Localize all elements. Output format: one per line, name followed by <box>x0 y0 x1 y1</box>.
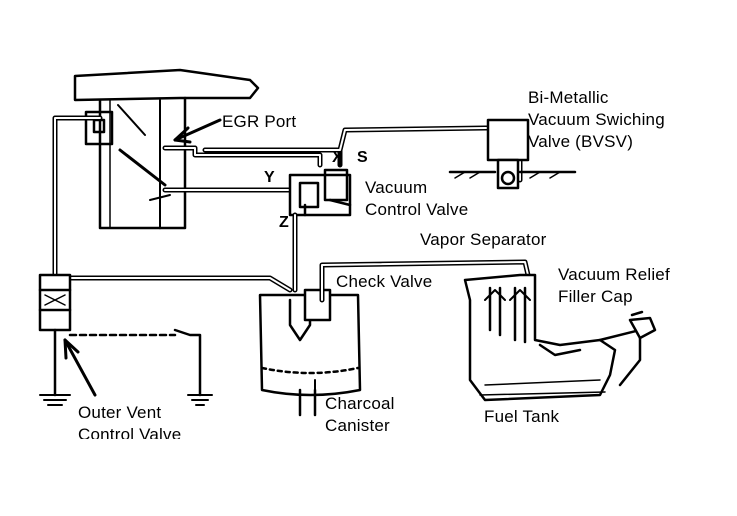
label-vapor-separator: Vapor Separator <box>420 230 547 249</box>
label-vrfc-line1: Vacuum Relief <box>558 265 670 284</box>
label-port-y: Y <box>264 169 275 186</box>
label-ovcv-line2: Control Valve <box>78 425 182 439</box>
label-fuel-tank: Fuel Tank <box>484 407 560 426</box>
label-bvsv-line1: Bi-Metallic <box>528 88 609 107</box>
label-vcv-line1: Vacuum <box>365 178 428 197</box>
label-port-s: S <box>357 149 368 166</box>
label-egr-port: EGR Port <box>222 112 297 131</box>
egr-port-pointer <box>173 118 222 144</box>
label-ovcv-line1: Outer Vent <box>78 403 162 422</box>
outer-vent-pointer <box>63 338 97 397</box>
label-canister-line2: Canister <box>325 416 390 435</box>
throttle-body <box>73 68 260 230</box>
filler-cap <box>628 310 657 340</box>
label-port-z: Z <box>279 214 289 231</box>
label-vrfc-line2: Filler Cap <box>558 287 633 306</box>
label-bvsv-line3: Valve (BVSV) <box>528 132 634 151</box>
label-port-x: X <box>332 149 343 166</box>
label-canister-line1: Charcoal <box>325 394 395 413</box>
outer-vent-control-valve <box>38 273 213 406</box>
label-check-valve: Check Valve <box>336 272 433 291</box>
label-vcv-line2: Control Valve <box>365 200 469 219</box>
vacuum-control-valve <box>288 168 352 217</box>
label-bvsv-line2: Vacuum Swiching <box>528 110 665 129</box>
bvsv-valve <box>448 118 577 190</box>
fuel-tank <box>463 273 642 402</box>
